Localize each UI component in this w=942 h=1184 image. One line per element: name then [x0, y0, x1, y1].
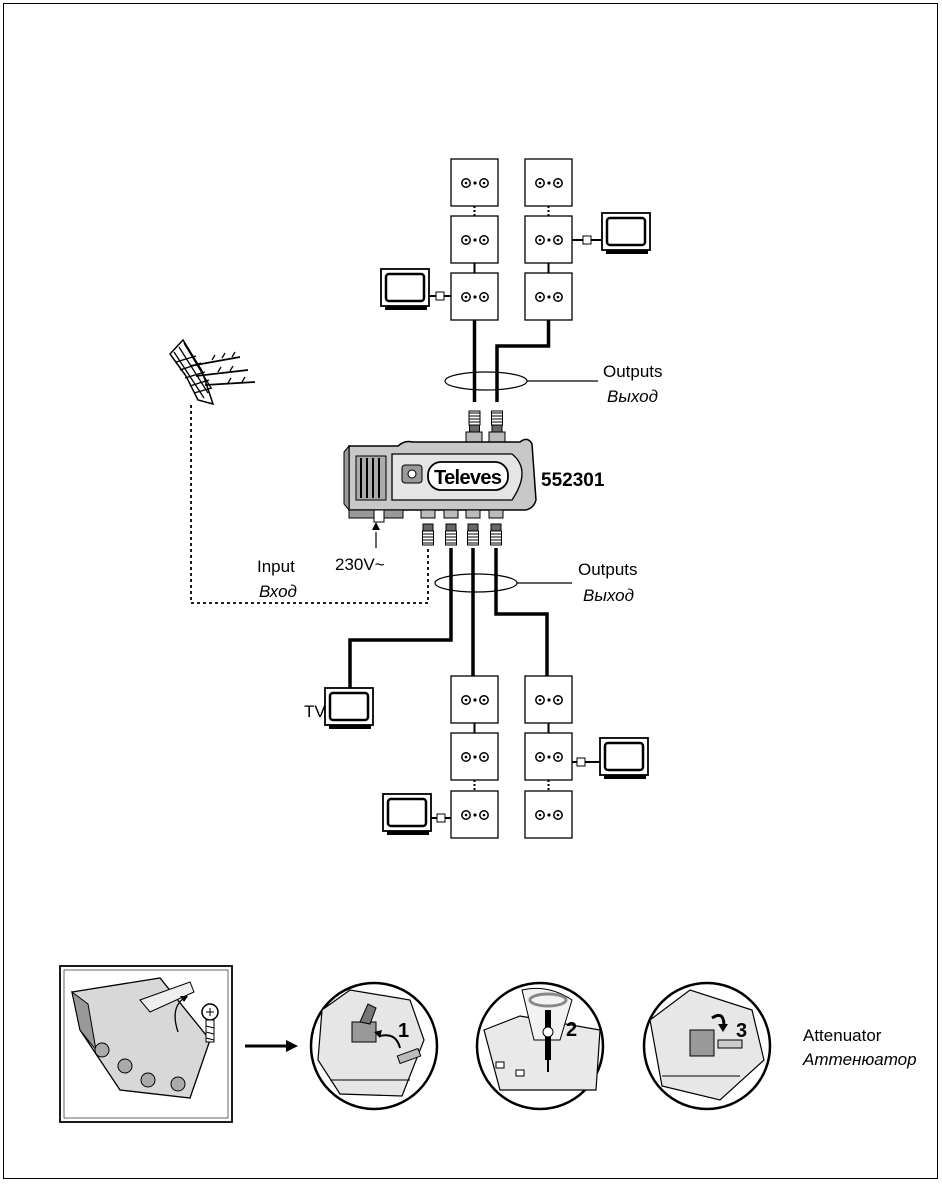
wall-socket-icon — [450, 158, 499, 207]
tv-icon — [323, 686, 375, 731]
device-open-illustration — [59, 965, 233, 1123]
input-label: Input — [257, 557, 295, 576]
wall-socket-icon — [524, 215, 573, 264]
wall-socket-icon — [524, 158, 573, 207]
wall-socket-icon — [450, 272, 499, 321]
attenuator-label: Attenuator — [803, 1026, 882, 1045]
page-frame — [3, 3, 938, 1179]
tv-label: TV — [304, 702, 326, 721]
wall-socket-icon — [450, 790, 499, 839]
bottom-right-socket-chain — [524, 675, 573, 839]
wall-socket-icon — [524, 790, 573, 839]
tv-icon — [381, 792, 451, 837]
tv-icon — [572, 211, 652, 256]
outputs-bottom-label: Outputs — [578, 560, 638, 579]
arrow-icon — [245, 1040, 298, 1052]
wall-socket-icon — [524, 272, 573, 321]
attenuator-label-ru: Аттенюатор — [802, 1050, 917, 1069]
input-label-ru: Вход — [259, 582, 297, 601]
attenuator-step-number: 3 — [736, 1020, 747, 1042]
attenuator-step-3 — [642, 981, 772, 1111]
attenuator-step-number: 1 — [398, 1020, 409, 1042]
power-label: 230V~ — [335, 555, 385, 574]
amplifier-icon: Televes — [343, 431, 537, 523]
outputs-bottom-label-ru: Выход — [583, 586, 634, 605]
outputs-top-label-ru: Выход — [607, 387, 658, 406]
top-left-socket-chain — [450, 158, 499, 321]
wall-socket-icon — [524, 732, 573, 781]
attenuator-step-1 — [309, 981, 439, 1111]
antenna-icon — [169, 338, 256, 406]
wall-socket-icon — [450, 732, 499, 781]
outputs-top-label: Outputs — [603, 362, 663, 381]
bottom-left-socket-chain — [450, 675, 499, 839]
tv-icon — [572, 736, 650, 781]
wall-socket-icon — [450, 675, 499, 724]
tv-icon — [379, 267, 451, 312]
wall-socket-icon — [450, 215, 499, 264]
attenuator-step-number: 2 — [566, 1019, 577, 1041]
top-right-socket-chain — [524, 158, 573, 321]
wall-socket-icon — [524, 675, 573, 724]
model-number: 552301 — [541, 470, 605, 491]
brand-logo: Televes — [434, 467, 502, 489]
attenuator-step-2 — [475, 981, 605, 1111]
